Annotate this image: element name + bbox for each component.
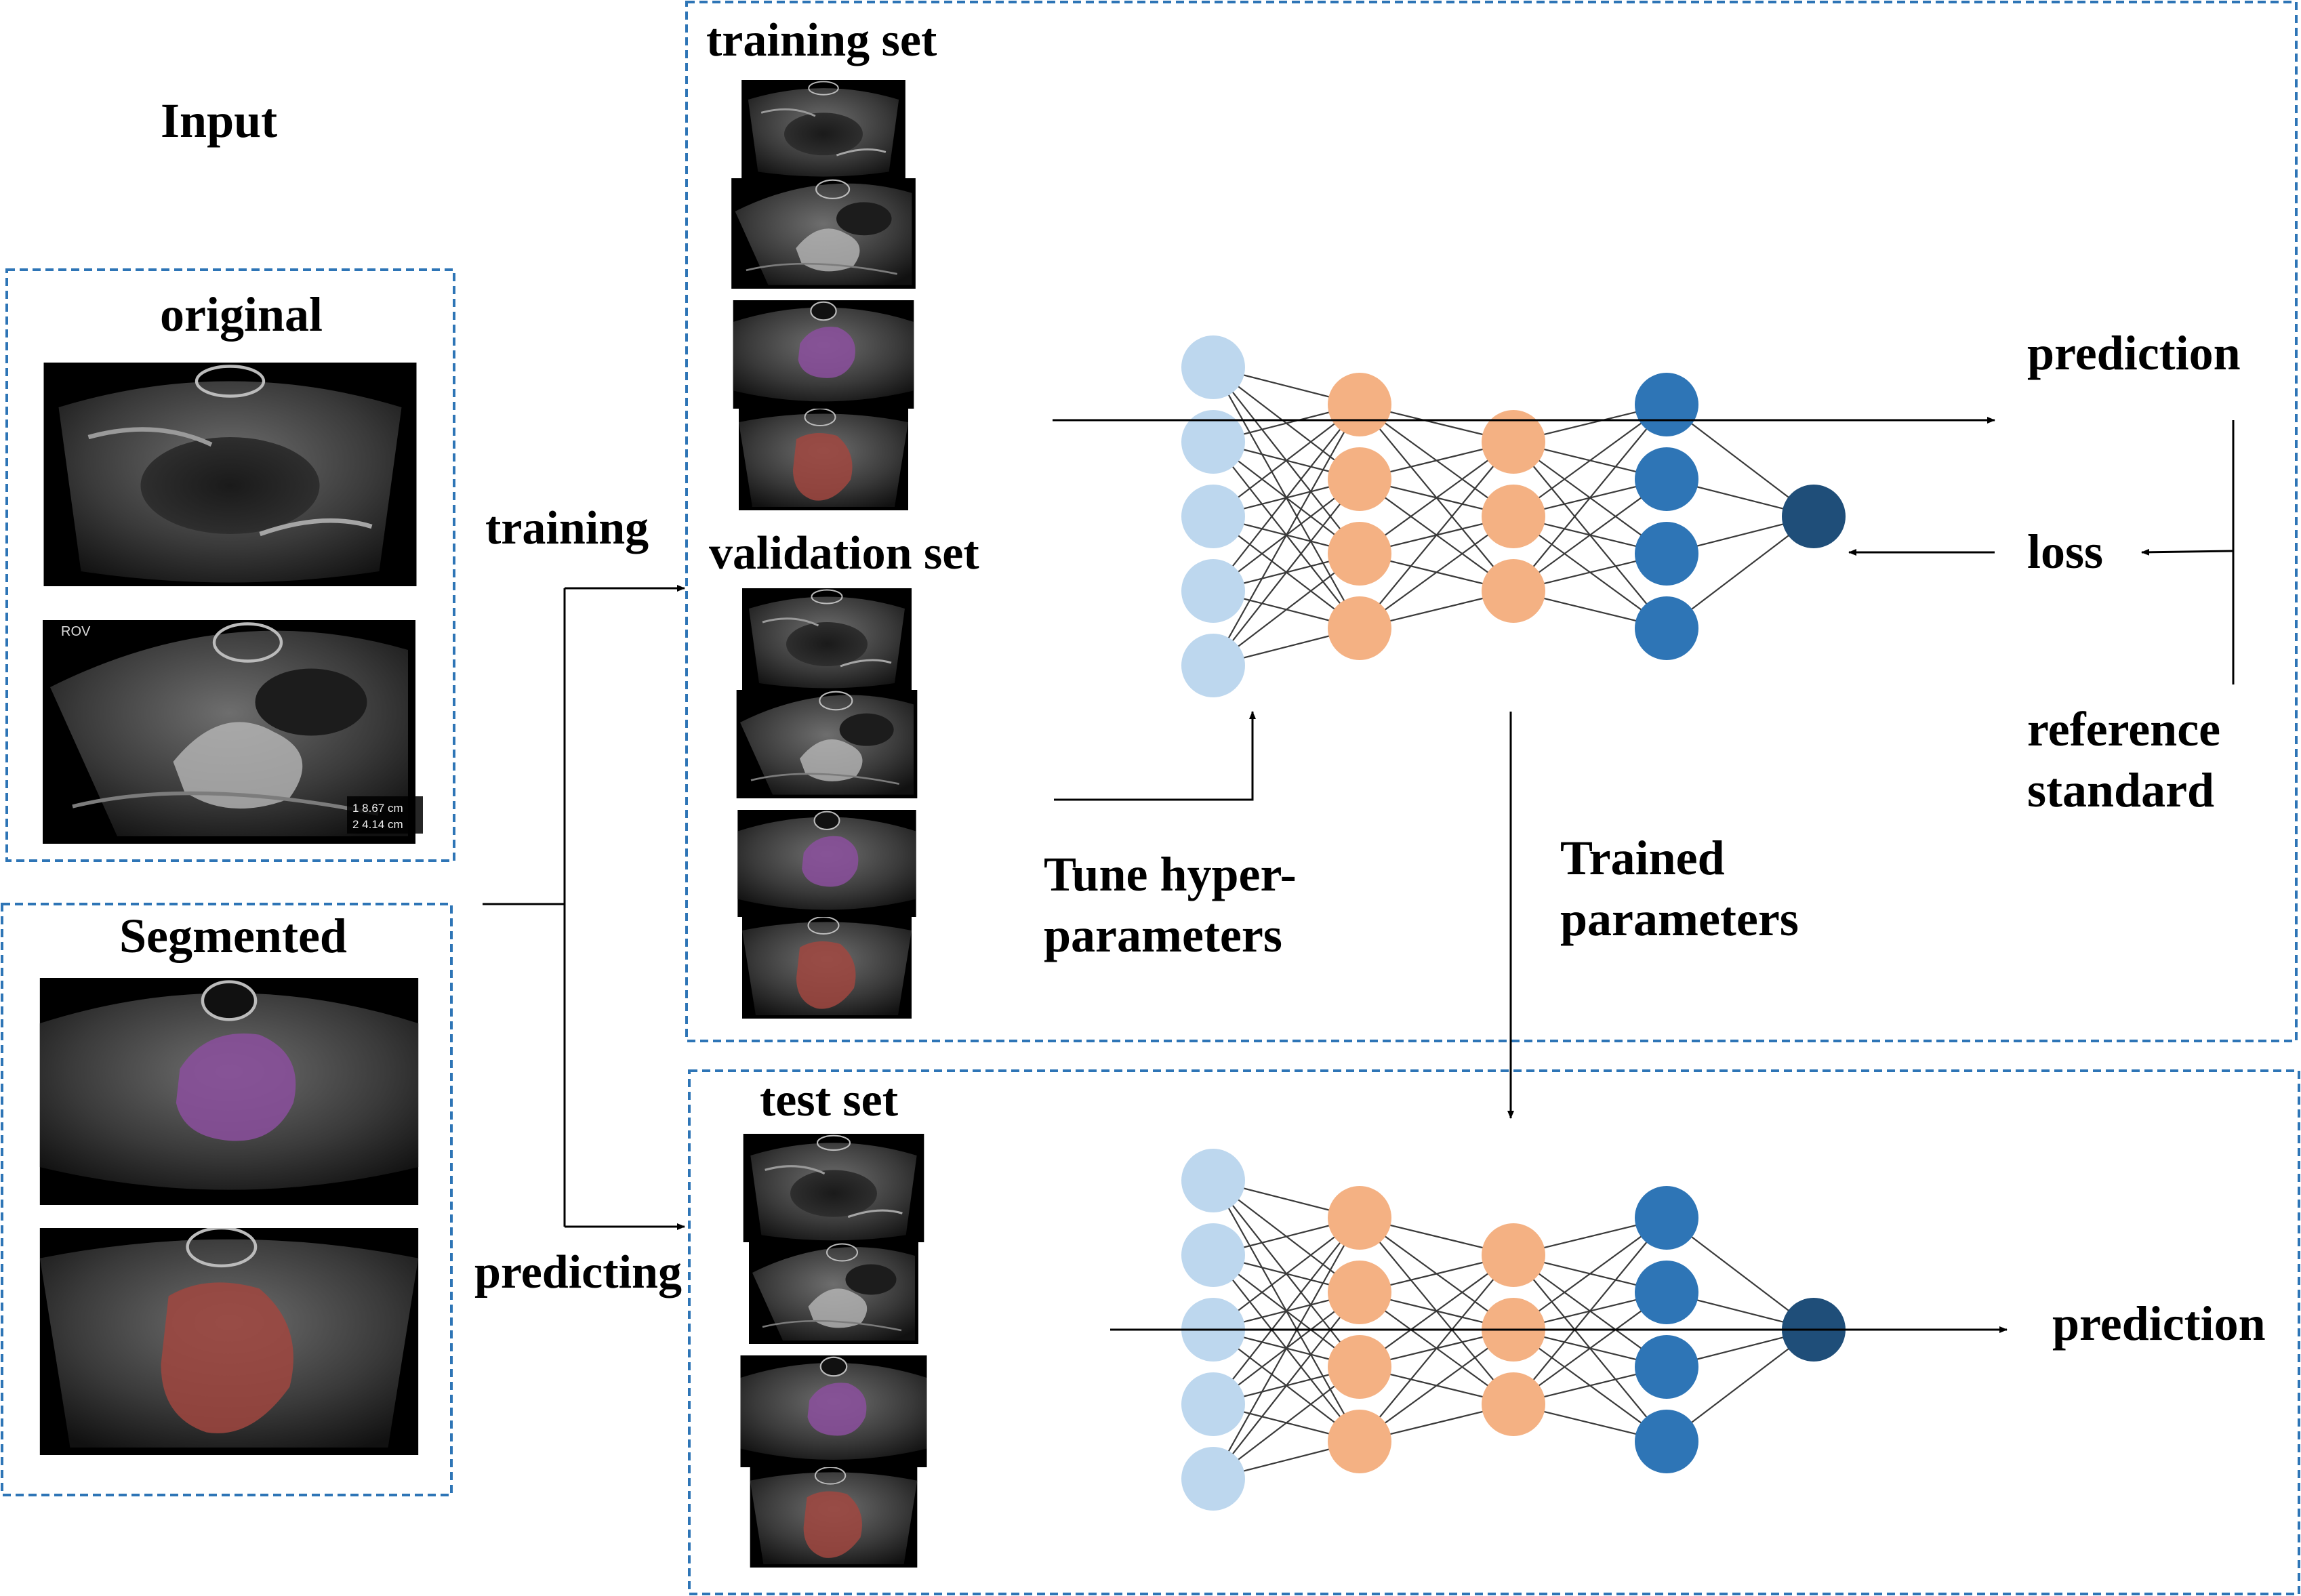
network-connection xyxy=(1513,1217,1667,1405)
segmented-group-box xyxy=(1,903,453,1496)
network-node-layer-1 xyxy=(1181,559,1245,623)
predicting-label: predicting xyxy=(474,1246,682,1298)
trained-parameters-label-line1: Trained xyxy=(1560,831,1725,885)
segmented-scan-1 xyxy=(40,978,418,1205)
input-label: Input xyxy=(161,94,277,148)
network-connection xyxy=(1213,478,1360,666)
network-node-layer-2 xyxy=(1328,447,1391,511)
network-node-layer-1 xyxy=(1181,1223,1245,1287)
test-set-thumbnails xyxy=(739,1134,928,1568)
network-node-layer-2 xyxy=(1328,596,1391,660)
loss-label: loss xyxy=(2027,525,2103,579)
segmented-label: Segmented xyxy=(119,909,347,963)
network-node-layer-5 xyxy=(1782,485,1846,548)
original-scan-2: ROV 1 8.67 cm 2 4.14 cm xyxy=(43,620,423,844)
tune-hyperparameters-label-line1: Tune hyper- xyxy=(1044,847,1297,901)
network-node-layer-1 xyxy=(1181,634,1245,697)
rov-overlay-text: ROV xyxy=(61,624,91,639)
network-connection xyxy=(1213,1217,1360,1405)
training-panel-box xyxy=(685,1,2298,1042)
network-connection xyxy=(1213,404,1360,592)
original-scan-1 xyxy=(44,363,417,586)
tune-hyperparameters-label-line2: parameters xyxy=(1044,908,1282,962)
network-node-layer-4 xyxy=(1635,1410,1698,1473)
network-connection xyxy=(1359,441,1514,629)
network-node-layer-1 xyxy=(1181,1149,1245,1212)
network-node-layer-1 xyxy=(1181,1447,1245,1511)
network-node-layer-4 xyxy=(1635,1261,1698,1324)
network-node-layer-2 xyxy=(1328,1186,1391,1250)
input-split-connector xyxy=(483,585,685,1230)
trained-parameters-label-line2: parameters xyxy=(1560,892,1799,946)
reference-standard-label-line1: reference xyxy=(2027,702,2220,756)
network-node-layer-2 xyxy=(1328,1410,1391,1473)
training-neural-network xyxy=(1181,335,1846,697)
network-node-layer-2 xyxy=(1328,522,1391,586)
validation-set-label: validation set xyxy=(709,527,979,579)
network-node-layer-4 xyxy=(1635,596,1698,660)
training-flow-arrows xyxy=(1053,417,2235,1119)
network-node-layer-4 xyxy=(1635,522,1698,586)
training-set-thumbnails xyxy=(730,80,917,510)
network-node-layer-2 xyxy=(1328,1261,1391,1324)
network-node-layer-4 xyxy=(1635,373,1698,436)
segmented-scan-2 xyxy=(40,1228,418,1455)
network-connection xyxy=(1359,1254,1514,1442)
original-label: original xyxy=(160,287,323,342)
training-label: training xyxy=(485,502,649,554)
network-node-layer-3 xyxy=(1482,485,1545,548)
network-node-layer-2 xyxy=(1328,373,1391,436)
network-node-layer-4 xyxy=(1635,447,1698,511)
network-node-layer-1 xyxy=(1181,410,1245,474)
network-node-layer-3 xyxy=(1482,559,1545,623)
network-connection xyxy=(1213,404,1360,666)
network-node-layer-2 xyxy=(1328,1335,1391,1399)
reference-standard-label-line2: standard xyxy=(2027,763,2214,817)
network-connection xyxy=(1513,404,1667,592)
network-node-layer-3 xyxy=(1482,1223,1545,1287)
network-connection xyxy=(1213,1217,1360,1479)
network-node-layer-1 xyxy=(1181,1372,1245,1436)
measurement-1-text: 1 8.67 cm xyxy=(352,802,403,815)
measurement-box xyxy=(347,796,423,834)
training-set-label: training set xyxy=(706,14,937,66)
network-connection xyxy=(1213,1292,1360,1479)
network-node-layer-4 xyxy=(1635,1186,1698,1250)
network-node-layer-1 xyxy=(1181,335,1245,399)
measurement-2-text: 2 4.14 cm xyxy=(352,818,403,831)
prediction-label-bottom: prediction xyxy=(2052,1296,2266,1351)
original-group-box xyxy=(5,268,455,862)
validation-set-thumbnails xyxy=(735,588,918,1019)
network-node-layer-3 xyxy=(1482,1372,1545,1436)
test-set-label: test set xyxy=(760,1074,898,1126)
prediction-label-top: prediction xyxy=(2027,326,2241,380)
network-node-layer-4 xyxy=(1635,1335,1698,1399)
test-panel-box xyxy=(688,1069,2300,1595)
network-node-layer-1 xyxy=(1181,485,1245,548)
test-neural-network xyxy=(1181,1149,1846,1511)
network-node-layer-3 xyxy=(1482,410,1545,474)
